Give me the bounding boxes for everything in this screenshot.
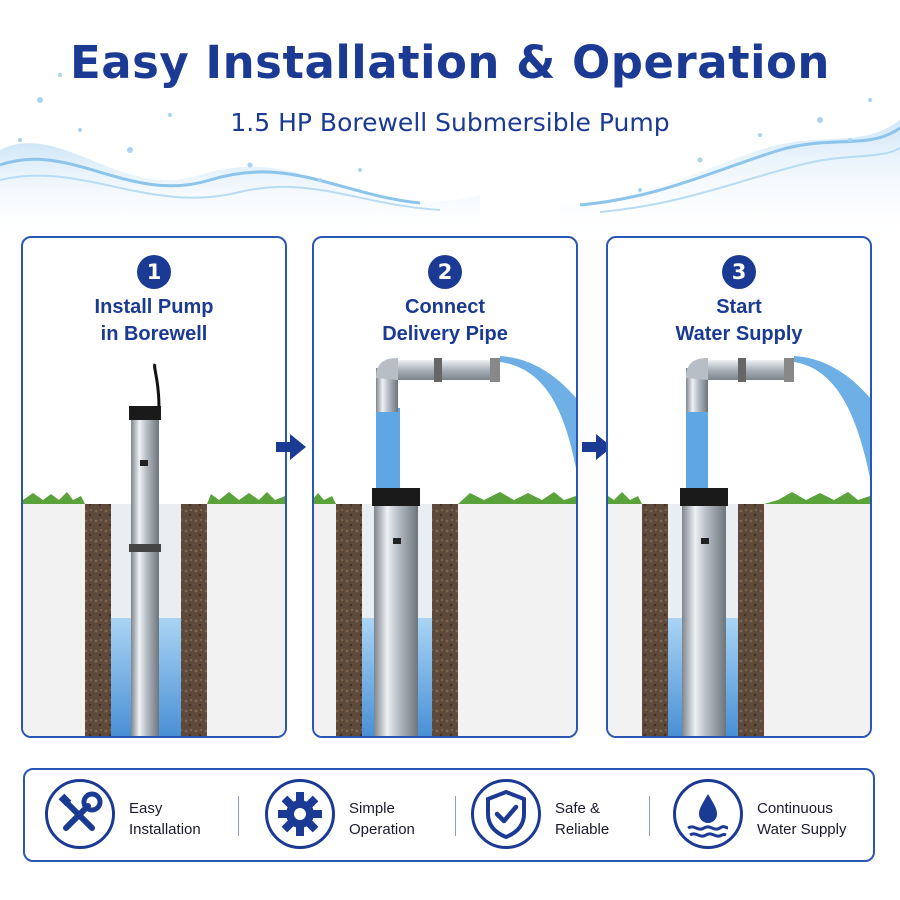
feature-label-line2: Water Supply xyxy=(757,821,847,838)
water-drop-icon xyxy=(673,779,743,849)
step-label-line1: Connect xyxy=(405,296,485,318)
wrench-screwdriver-icon xyxy=(45,779,115,849)
step-label: Install Pump in Borewell xyxy=(23,294,285,348)
step-number-badge: 2 xyxy=(428,255,462,289)
feature-label-line2: Installation xyxy=(129,821,201,838)
feature-label: Continuous Water Supply xyxy=(757,798,846,840)
feature-label-line2: Reliable xyxy=(555,821,610,838)
divider xyxy=(455,796,456,836)
connect-pipe-illustration xyxy=(314,356,576,736)
feature-label-line1: Continuous xyxy=(757,800,833,817)
step-label-line2: in Borewell xyxy=(100,323,208,345)
step-panel-install: 1 Install Pump in Borewell xyxy=(21,236,287,738)
divider xyxy=(238,796,239,836)
step-label: Start Water Supply xyxy=(608,294,870,348)
step-number-badge: 3 xyxy=(722,255,756,289)
install-pump-illustration xyxy=(23,363,285,736)
step-panel-start: 3 Start Water Supply xyxy=(606,236,872,738)
step-label-line1: Install Pump xyxy=(94,296,214,318)
start-water-illustration xyxy=(608,356,870,736)
step-label-line2: Water Supply xyxy=(675,323,803,345)
step-panel-connect: 2 Connect Delivery Pipe xyxy=(312,236,578,738)
feature-label-line1: Simple xyxy=(349,800,395,817)
feature-label-line1: Easy xyxy=(129,800,163,817)
feature-label: Safe & Reliable xyxy=(555,798,609,840)
features-bar: Easy Installation Simple Operation xyxy=(23,768,875,862)
gear-icon xyxy=(265,779,335,849)
shield-check-icon xyxy=(471,779,541,849)
feature-label-line1: Safe & xyxy=(555,800,601,817)
step-number-badge: 1 xyxy=(137,255,171,289)
chevron-right-icon xyxy=(276,434,306,460)
step-label-line1: Start xyxy=(716,296,762,318)
page-title: Easy Installation & Operation xyxy=(70,36,830,89)
water-splash-background xyxy=(0,73,900,240)
feature-label: Easy Installation xyxy=(129,798,201,840)
feature-label-line2: Operation xyxy=(349,821,415,838)
page-subtitle: 1.5 HP Borewell Submersible Pump xyxy=(230,108,670,137)
step-label-line2: Delivery Pipe xyxy=(382,323,508,345)
chevron-right-icon xyxy=(582,434,612,460)
feature-label: Simple Operation xyxy=(349,798,415,840)
divider xyxy=(649,796,650,836)
step-label: Connect Delivery Pipe xyxy=(314,294,576,348)
